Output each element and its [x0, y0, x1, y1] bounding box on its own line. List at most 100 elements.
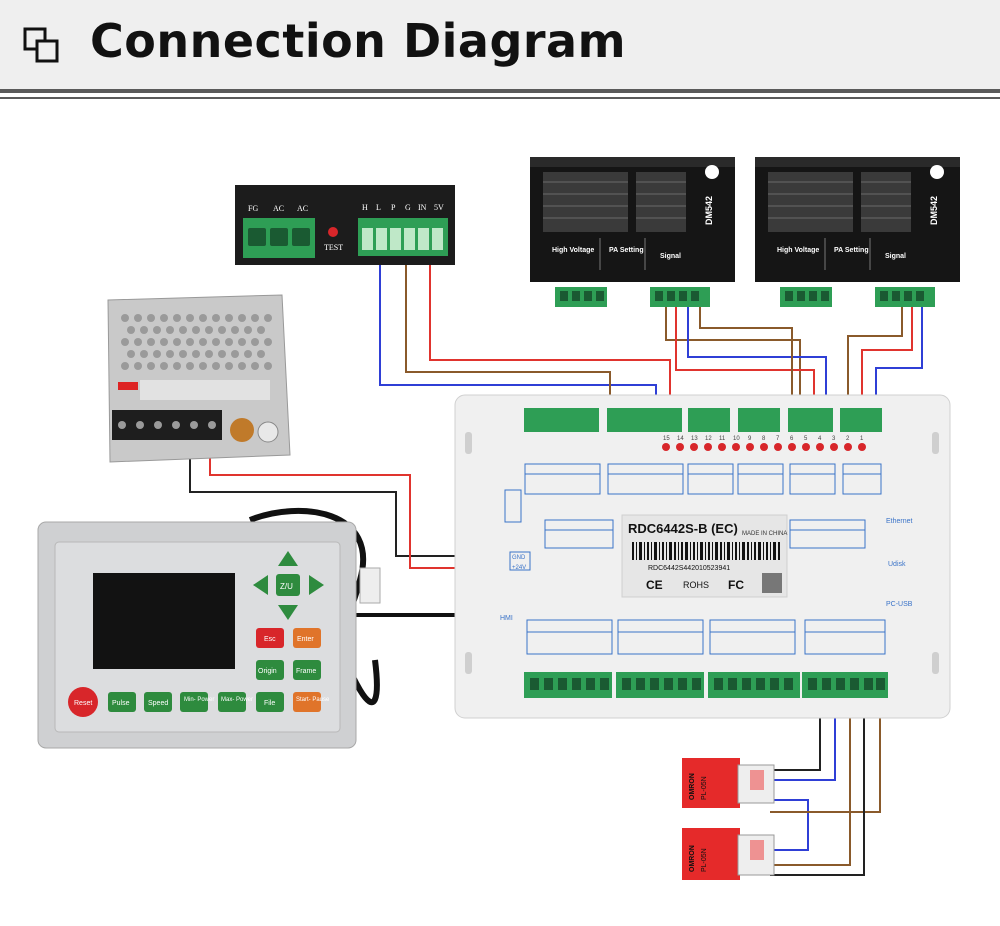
header-bar: Connection Diagram	[0, 0, 1000, 92]
svg-text:9: 9	[748, 436, 752, 442]
esc-button[interactable]: Esc	[256, 628, 284, 648]
driver2-pa-setting: PA Setting	[834, 247, 869, 254]
driver1-fins	[543, 172, 686, 232]
psu-vent-holes	[121, 314, 272, 370]
driver1-brand: DM542	[704, 196, 714, 225]
made-in-china: MADE IN CHINA	[742, 531, 787, 537]
wire-black-24v	[189, 440, 510, 557]
proximity-sensor-1: OMRON PL-05N	[682, 758, 775, 808]
top-pin-tables	[524, 463, 882, 495]
wire-sensor-2	[770, 700, 836, 781]
psu-label-ac1: AC	[273, 204, 284, 213]
start-pause-button[interactable]: Start- Pause	[293, 692, 330, 712]
svg-text:13: 13	[691, 436, 698, 442]
svg-text:6: 6	[790, 436, 794, 442]
psu-label-g: G	[405, 203, 411, 212]
power-gnd-label: GND	[512, 555, 526, 561]
min-power-label: Min- Power	[184, 697, 214, 703]
file-label: File	[264, 700, 275, 707]
speed-button[interactable]: Speed	[144, 692, 172, 712]
power-24v-label: +24V	[512, 565, 526, 571]
wire-brown-driver2	[847, 300, 903, 418]
wire-blue-driver2	[875, 300, 923, 418]
driver1-logo-icon	[705, 165, 719, 179]
svg-text:2: 2	[846, 436, 850, 442]
stepper-driver-2: High Voltage PA Setting Signal DM542	[755, 157, 960, 307]
sensor1-brand: OMRON	[689, 773, 696, 800]
arrow-up-button[interactable]	[278, 551, 298, 566]
driver1-high-voltage: High Voltage	[552, 247, 594, 254]
driver1-signal: Signal	[660, 253, 681, 260]
wire-red-24v	[209, 440, 510, 569]
file-button[interactable]: File	[256, 692, 284, 712]
header-divider-thin	[0, 97, 1000, 99]
pulse-label: Pulse	[112, 700, 130, 707]
barcode-icon	[632, 542, 780, 560]
svg-text:15: 15	[663, 436, 670, 442]
controller-board: 15 14 13 12 11 10 9 8 7 6 5 4 3 2 1	[359, 394, 951, 719]
test-button	[328, 227, 338, 237]
ethernet-port-label: Ethernet	[886, 518, 913, 525]
reset-button[interactable]: Reset	[68, 687, 98, 717]
wire-sensor-5	[770, 700, 851, 866]
qr-code-icon	[762, 573, 782, 593]
svg-text:12: 12	[705, 436, 712, 442]
wire-brown-driver1	[665, 300, 801, 418]
controller-model: RDC6442S-B (EC)	[628, 521, 738, 536]
svg-text:8: 8	[762, 436, 766, 442]
driver2-high-voltage: High Voltage	[777, 247, 819, 254]
enter-button[interactable]: Enter	[293, 628, 321, 648]
hmi-connector	[359, 567, 381, 604]
ce-mark: CE	[646, 578, 663, 592]
wire-red-driver2	[861, 300, 913, 418]
svg-text:1: 1	[860, 436, 864, 442]
driver2-signal: Signal	[885, 253, 906, 260]
enter-label: Enter	[297, 636, 314, 643]
esc-label: Esc	[264, 636, 276, 643]
svg-text:11: 11	[719, 436, 726, 442]
fc-mark: FC	[728, 578, 744, 592]
wire-red-driver1	[675, 300, 815, 418]
serial-number: RDC6442S442010523941	[648, 565, 730, 572]
zu-button[interactable]	[276, 574, 300, 596]
frame-label: Frame	[296, 668, 316, 675]
wire-blue-driver1	[687, 300, 827, 418]
top-terminals	[524, 408, 882, 432]
origin-button[interactable]: Origin	[256, 660, 284, 680]
arrow-left-button[interactable]	[253, 575, 268, 595]
psu-label-h: H	[362, 203, 368, 212]
driver2-brand: DM542	[929, 196, 939, 225]
svg-text:10: 10	[733, 436, 740, 442]
wire-sensor-1	[770, 700, 821, 771]
laser-psu-terminal: FG AC AC H L P G IN 5V TEST	[235, 185, 455, 265]
origin-label: Origin	[258, 668, 277, 675]
svg-text:3: 3	[832, 436, 836, 442]
zu-button-label: Z/U	[280, 582, 293, 591]
pulse-button[interactable]: Pulse	[108, 692, 136, 712]
pc-usb-port-label: PC-USB	[886, 601, 913, 608]
panel-lcd-screen	[93, 573, 235, 669]
svg-text:4: 4	[818, 436, 822, 442]
sensor1-model: PL-05N	[701, 776, 708, 800]
pin-numbers: 15 14 13 12 11 10 9 8 7 6 5 4 3 2 1	[663, 436, 864, 442]
sensor2-brand: OMRON	[689, 845, 696, 872]
wire-sensor-4	[770, 700, 881, 813]
psu-label-in: IN	[418, 203, 427, 212]
frame-button[interactable]: Frame	[293, 660, 321, 680]
wire-sensor-6	[770, 700, 865, 876]
max-power-button[interactable]: Max- Power	[218, 692, 253, 712]
control-panel: Z/U Esc Enter Origin Frame Reset Pulse	[37, 521, 357, 749]
psu-label-ac2: AC	[297, 204, 308, 213]
sensor2-model: PL-05N	[701, 848, 708, 872]
psu-label-p: P	[391, 203, 396, 212]
svg-text:5: 5	[804, 436, 808, 442]
proximity-sensor-2: OMRON PL-05N	[682, 828, 775, 880]
arrow-down-button[interactable]	[278, 605, 298, 620]
min-power-button[interactable]: Min- Power	[180, 692, 214, 712]
arrow-right-button[interactable]	[309, 575, 324, 595]
layers-icon	[23, 27, 59, 63]
power-supply-24v	[107, 294, 291, 463]
psu-label-5v: 5V	[434, 203, 444, 212]
psu-label-fg: FG	[248, 204, 258, 213]
page-title: Connection Diagram	[90, 14, 627, 68]
